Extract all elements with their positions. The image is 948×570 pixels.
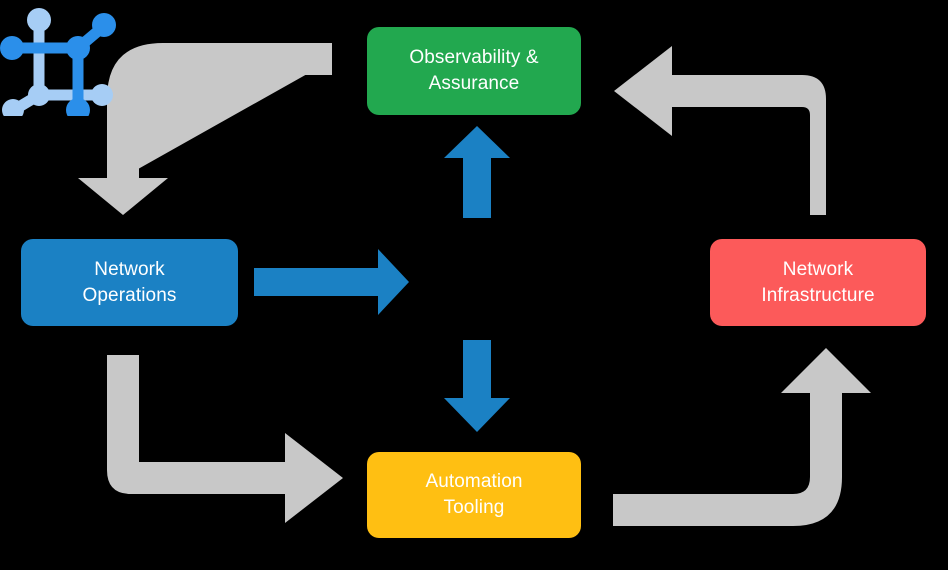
blue-arrow-operations-to-center (254, 249, 409, 315)
network-topology-icon (0, 8, 116, 116)
topology-primary-nodes (0, 13, 116, 116)
node-network-operations[interactable]: Network Operations (21, 239, 238, 326)
node-infrastructure-label-line2: Infrastructure (761, 284, 875, 306)
node-operations-label-line2: Operations (82, 284, 177, 306)
node-observability-label-line2: Assurance (428, 73, 520, 94)
blue-arrow-center-to-automation (444, 340, 510, 432)
gray-arrow-tl-body (78, 43, 332, 215)
node-observability-assurance[interactable]: Observability & Assurance (367, 27, 581, 115)
node-infrastructure-label-line1: Network (782, 258, 854, 280)
topology-secondary-nodes (2, 8, 113, 116)
node-network-infrastructure[interactable]: Network Infrastructure (710, 239, 926, 326)
gray-arrow-bl-body (107, 355, 343, 523)
node-automation-label-line2: Tooling (443, 497, 505, 518)
node-automation-tooling[interactable]: Automation Tooling (367, 452, 581, 538)
node-operations-label-line1: Network (94, 258, 165, 280)
blue-arrow-center-to-observability (444, 126, 510, 218)
node-observability-label-line1: Observability & (409, 47, 539, 69)
node-automation-label-line1: Automation (425, 471, 523, 493)
gray-arrow-tr-body (614, 46, 826, 215)
gray-arrow-br-body (613, 348, 871, 526)
gray-arrow-observability-to-operations (91, 60, 332, 214)
